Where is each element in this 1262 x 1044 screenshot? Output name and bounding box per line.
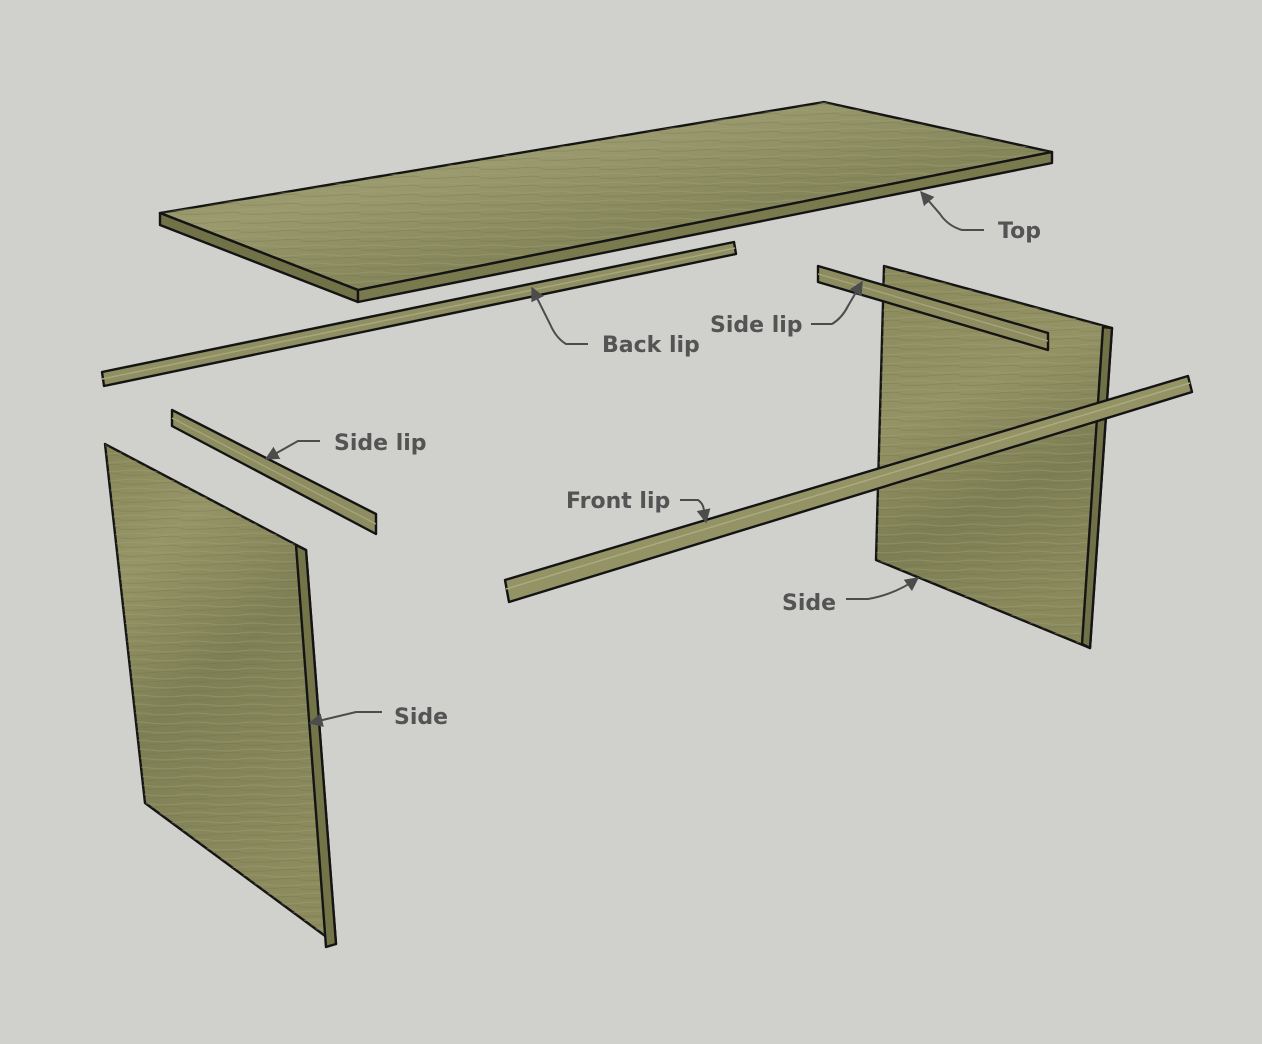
front-lip-strip [503, 374, 1194, 604]
back-lip-strip [100, 240, 738, 388]
label-top: Top [998, 219, 1041, 244]
leader-lines [264, 190, 984, 727]
label-back-lip: Back lip [602, 333, 700, 358]
label-side-right: Side [782, 591, 836, 616]
label-side-lip-left: Side lip [334, 431, 427, 456]
right-side-panel [874, 264, 1114, 650]
label-side-lip-right: Side lip [710, 313, 803, 338]
top-panel [158, 100, 1054, 304]
left-side-panel [103, 442, 338, 949]
label-side-left: Side [394, 705, 448, 730]
label-front-lip: Front lip [566, 489, 670, 514]
left-side-lip-strip [170, 408, 378, 536]
